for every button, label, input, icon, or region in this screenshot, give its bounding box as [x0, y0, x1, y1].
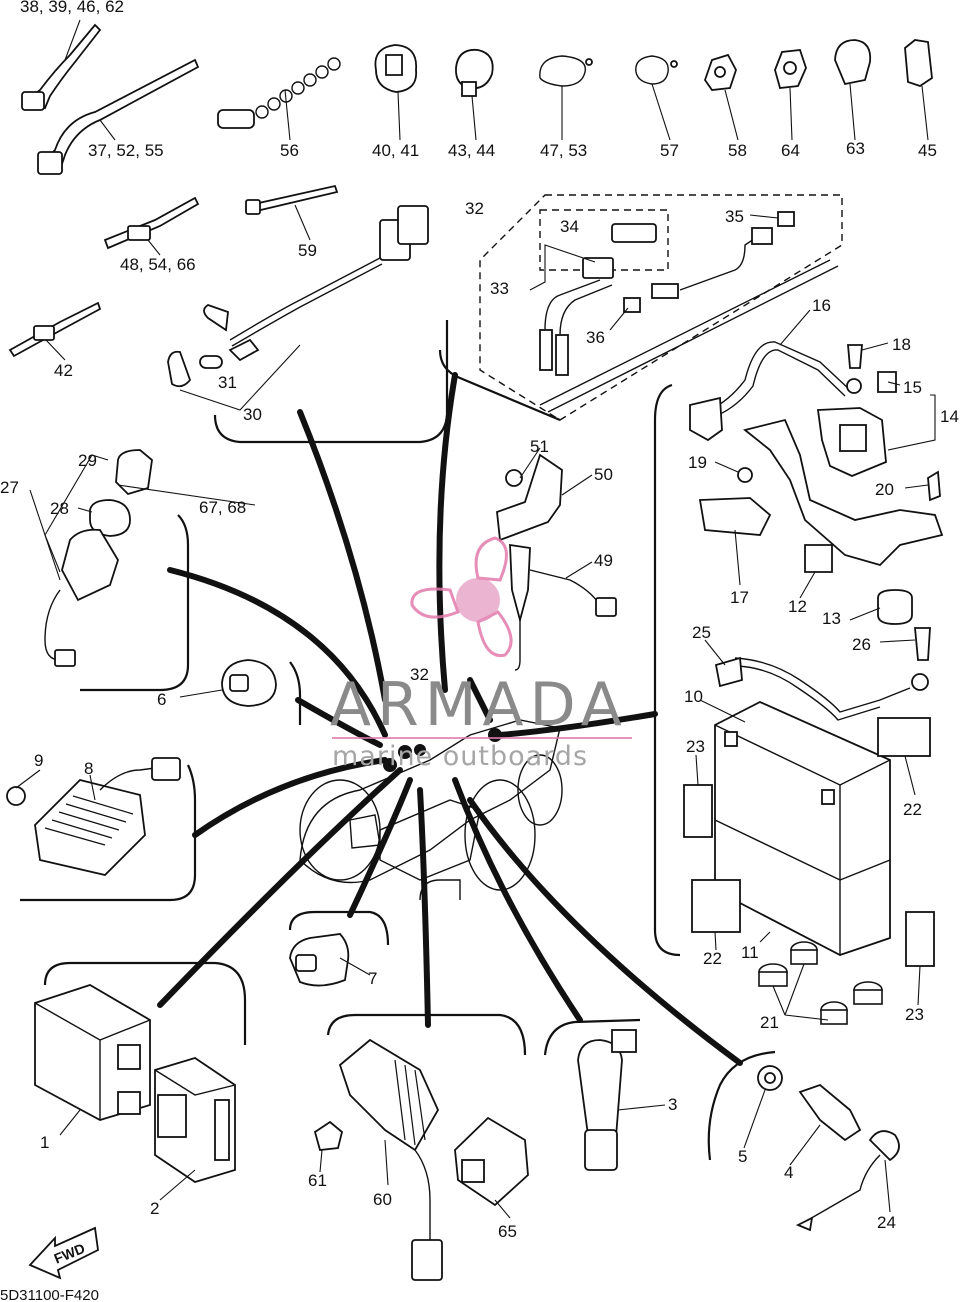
label-32-harness: 32	[410, 665, 429, 684]
watermark-tagline: marine outboards	[332, 741, 588, 772]
label-48-54-66: 48, 54, 66	[120, 255, 196, 274]
fuse-box-assembly	[689, 341, 944, 625]
label-29: 29	[78, 451, 97, 470]
label-27: 27	[0, 478, 19, 497]
label-1: 1	[40, 1133, 49, 1152]
relay	[289, 933, 350, 987]
label-57: 57	[660, 141, 679, 160]
battery-assembly	[683, 627, 935, 1025]
label-33: 33	[490, 279, 509, 298]
control-units	[34, 984, 236, 1183]
label-12: 12	[788, 597, 807, 616]
main-switch-assembly	[44, 449, 153, 667]
label-18: 18	[892, 335, 911, 354]
cable-ties-second-row	[8, 184, 339, 358]
sensor-wire-assembly	[167, 205, 429, 411]
label-leader-lines	[15, 19, 936, 1219]
label-35: 35	[725, 207, 744, 226]
group-frames	[20, 194, 843, 1161]
speed-sensor-assembly	[496, 453, 617, 671]
spark-plug	[798, 1083, 862, 1142]
label-31: 31	[218, 373, 237, 392]
label-56: 56	[280, 141, 299, 160]
label-50: 50	[594, 465, 613, 484]
label-21: 21	[760, 1013, 779, 1032]
watermark-logo-icon	[410, 536, 513, 658]
label-19: 19	[688, 453, 707, 472]
label-49: 49	[594, 551, 613, 570]
watermark-brand: ARMADA	[330, 670, 628, 740]
label-15: 15	[903, 378, 922, 397]
label-5: 5	[738, 1147, 747, 1166]
label-40-41: 40, 41	[372, 141, 419, 160]
label-25: 25	[692, 623, 711, 642]
ignition-coil	[577, 1029, 637, 1171]
part-number-labels: 38, 39, 46, 62 37, 52, 55 56 40, 41 43, …	[0, 0, 959, 1241]
rectifier-regulator	[6, 757, 181, 876]
atv-vehicle-outline	[299, 719, 563, 901]
label-42: 42	[54, 361, 73, 380]
plug-lead	[795, 1130, 900, 1232]
label-11: 11	[741, 943, 759, 962]
label-4: 4	[784, 1163, 793, 1182]
label-47-53: 47, 53	[540, 141, 587, 160]
spark-plug-cap	[757, 1065, 783, 1091]
label-24: 24	[877, 1213, 896, 1232]
label-22-left: 22	[703, 949, 722, 968]
label-45: 45	[918, 141, 937, 160]
label-36: 36	[586, 328, 605, 347]
label-65: 65	[498, 1222, 517, 1241]
label-61: 61	[308, 1171, 327, 1190]
label-6: 6	[157, 690, 166, 709]
label-22-right: 22	[903, 800, 922, 819]
label-16: 16	[812, 296, 831, 315]
label-43-44: 43, 44	[448, 141, 495, 160]
label-34: 34	[560, 217, 579, 236]
label-32-subharness: 32	[465, 199, 484, 218]
label-3: 3	[668, 1095, 677, 1114]
label-20: 20	[875, 480, 894, 499]
ignition-module-assembly	[313, 1038, 529, 1281]
label-13: 13	[822, 609, 841, 628]
diagram-code: 5D31100-F420	[0, 1287, 99, 1302]
forward-direction-arrow: FWD	[28, 1226, 99, 1280]
label-37-52-55: 37, 52, 55	[88, 141, 164, 160]
label-58: 58	[728, 141, 747, 160]
label-63: 63	[846, 139, 865, 158]
label-38-39-46-62: 38, 39, 46, 62	[20, 0, 124, 16]
label-7: 7	[368, 969, 377, 988]
label-14: 14	[940, 407, 959, 426]
label-59: 59	[298, 241, 317, 260]
label-60: 60	[373, 1190, 392, 1209]
watermark: ARMADA marine outboards	[330, 536, 632, 772]
label-28: 28	[50, 499, 69, 518]
label-30: 30	[243, 405, 262, 424]
label-26: 26	[852, 635, 871, 654]
label-17: 17	[730, 588, 749, 607]
label-64: 64	[781, 141, 800, 160]
label-67-68: 67, 68	[199, 498, 246, 517]
harness-leader-lines	[157, 372, 743, 1066]
label-8: 8	[84, 759, 93, 778]
label-2: 2	[150, 1199, 159, 1218]
label-10: 10	[684, 687, 703, 706]
cable-ties-top-row	[21, 23, 933, 175]
label-23-right: 23	[905, 1005, 924, 1024]
label-23-left: 23	[686, 737, 705, 756]
diode	[221, 659, 277, 707]
sub-harness-assembly	[539, 211, 839, 413]
label-9: 9	[34, 751, 43, 770]
label-51: 51	[530, 437, 549, 456]
